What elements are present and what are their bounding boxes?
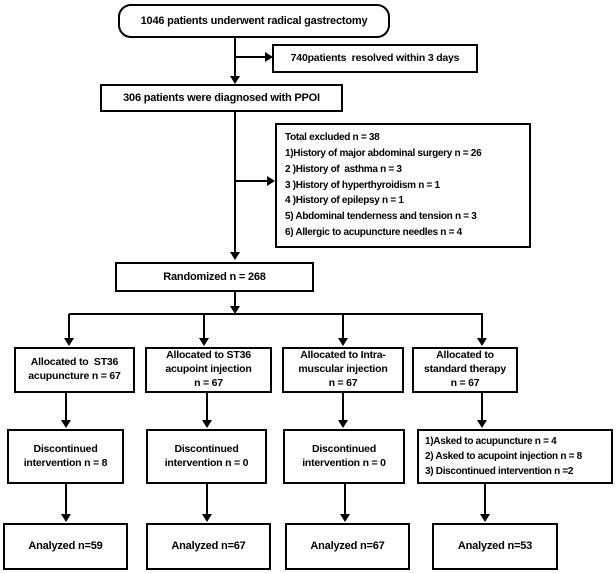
box-discontinued-arm2: Discontinued intervention n = 0	[146, 429, 267, 484]
allocation-line: Allocated to	[436, 349, 494, 362]
analyzed-label: Analyzed n=53	[457, 540, 533, 553]
excluded-line: 2 )History of asthma n = 3	[285, 163, 402, 175]
box-allocated-st36-acupoint-injection: Allocated to ST36 acupoint injection n =…	[145, 347, 272, 393]
connector-arm3-to-followup	[342, 393, 344, 420]
connector-arm1-to-analysis	[65, 484, 67, 514]
box-randomized: Randomized n = 268	[115, 262, 314, 292]
box-analyzed-arm2: Analyzed n=67	[146, 523, 271, 570]
box-discontinued-arm1: Discontinued intervention n = 8	[7, 429, 124, 484]
allocation-line: Allocated to Intra-	[300, 349, 386, 362]
box-discontinued-arm3: Discontinued intervention n = 0	[283, 429, 405, 484]
connector-randomized-to-splitter	[234, 292, 236, 306]
allocation-line: n = 67	[328, 376, 358, 389]
connector-total-to-resolved	[235, 56, 265, 58]
connector-arm2-to-analysis	[206, 484, 208, 514]
connector-splitter-line	[69, 313, 483, 315]
followup-line: intervention n = 0	[164, 456, 249, 469]
analyzed-label: Analyzed n=67	[310, 540, 385, 553]
excluded-line: 6) Allergic to acupuncture needles n = 4	[285, 226, 462, 238]
followup-line: 2) Asked to acupoint injection n = 8	[425, 451, 582, 462]
followup-line: intervention n = 8	[23, 456, 108, 469]
connector-splitter-to-arm2	[203, 314, 205, 338]
excluded-line: Total excluded n = 38	[285, 132, 380, 144]
connector-arm2-to-followup	[206, 393, 208, 420]
connector-splitter-to-arm3	[342, 314, 344, 338]
box-allocated-standard-therapy: Allocated to standard therapy n = 67	[412, 347, 518, 393]
connector-arm3-to-analysis	[344, 484, 346, 514]
followup-line: 3) Discontinued intervention n =2	[425, 466, 574, 477]
box-ppoi-label: 306 patients were diagnosed with PPOI	[123, 91, 320, 104]
box-resolved: 740patients resolved within 3 days	[272, 44, 478, 73]
connector-ppoi-to-excluded	[235, 180, 267, 182]
allocation-line: n = 67	[194, 376, 223, 389]
followup-line: Discontinued	[33, 442, 98, 455]
excluded-line: 5) Abdominal tenderness and tension n = …	[285, 211, 477, 223]
excluded-line: 4 )History of epilepsy n = 1	[285, 195, 404, 207]
box-randomized-label: Randomized n = 268	[163, 270, 266, 283]
followup-line: 1)Asked to acupuncture n = 4	[425, 436, 557, 447]
allocation-line: acupoint injection	[165, 363, 252, 376]
excluded-line: 1)History of major abdominal surgery n =…	[285, 148, 482, 159]
allocation-line: Allocated to ST36	[30, 356, 119, 369]
box-allocated-st36-acupuncture: Allocated to ST36 acupuncture n = 67	[14, 347, 135, 393]
allocation-line: standard therapy	[424, 363, 506, 376]
box-ppoi: 306 patients were diagnosed with PPOI	[100, 84, 343, 112]
connector-splitter-to-arm1	[68, 314, 70, 338]
box-excluded: Total excluded n = 38 1)History of major…	[275, 123, 531, 248]
connector-arm4-to-followup	[481, 393, 483, 420]
followup-line: Discontinued	[311, 442, 377, 455]
box-analyzed-arm4: Analyzed n=53	[432, 523, 558, 570]
box-total-patients-label: 1046 patients underwent radical gastrect…	[140, 14, 368, 27]
allocation-line: n = 67	[450, 376, 480, 389]
followup-line: Discontinued	[174, 442, 239, 455]
connector-arm1-to-followup	[65, 393, 67, 420]
box-resolved-label: 740patients resolved within 3 days	[290, 51, 460, 64]
allocation-line: muscular injection	[298, 363, 388, 376]
connector-ppoi-to-randomized	[234, 112, 236, 252]
excluded-line: 3 )History of hyperthyroidism n = 1	[285, 179, 440, 191]
analyzed-label: Analyzed n=67	[171, 540, 246, 553]
connector-arm4-to-analysis	[484, 484, 486, 514]
box-allocated-intramuscular-injection: Allocated to Intra- muscular injection n…	[282, 347, 404, 393]
box-analyzed-arm1: Analyzed n=59	[3, 523, 128, 570]
connector-splitter-to-arm4	[481, 314, 483, 338]
followup-line: intervention n = 0	[302, 456, 386, 469]
allocation-line: acupuncture n = 67	[28, 370, 121, 382]
box-total-patients: 1046 patients underwent radical gastrect…	[118, 4, 390, 38]
analyzed-label: Analyzed n=59	[28, 540, 103, 553]
box-analyzed-arm3: Analyzed n=67	[285, 523, 410, 570]
allocation-line: Allocated to ST36	[166, 349, 251, 362]
box-discontinued-arm4: 1)Asked to acupuncture n = 4 2) Asked to…	[417, 429, 613, 484]
